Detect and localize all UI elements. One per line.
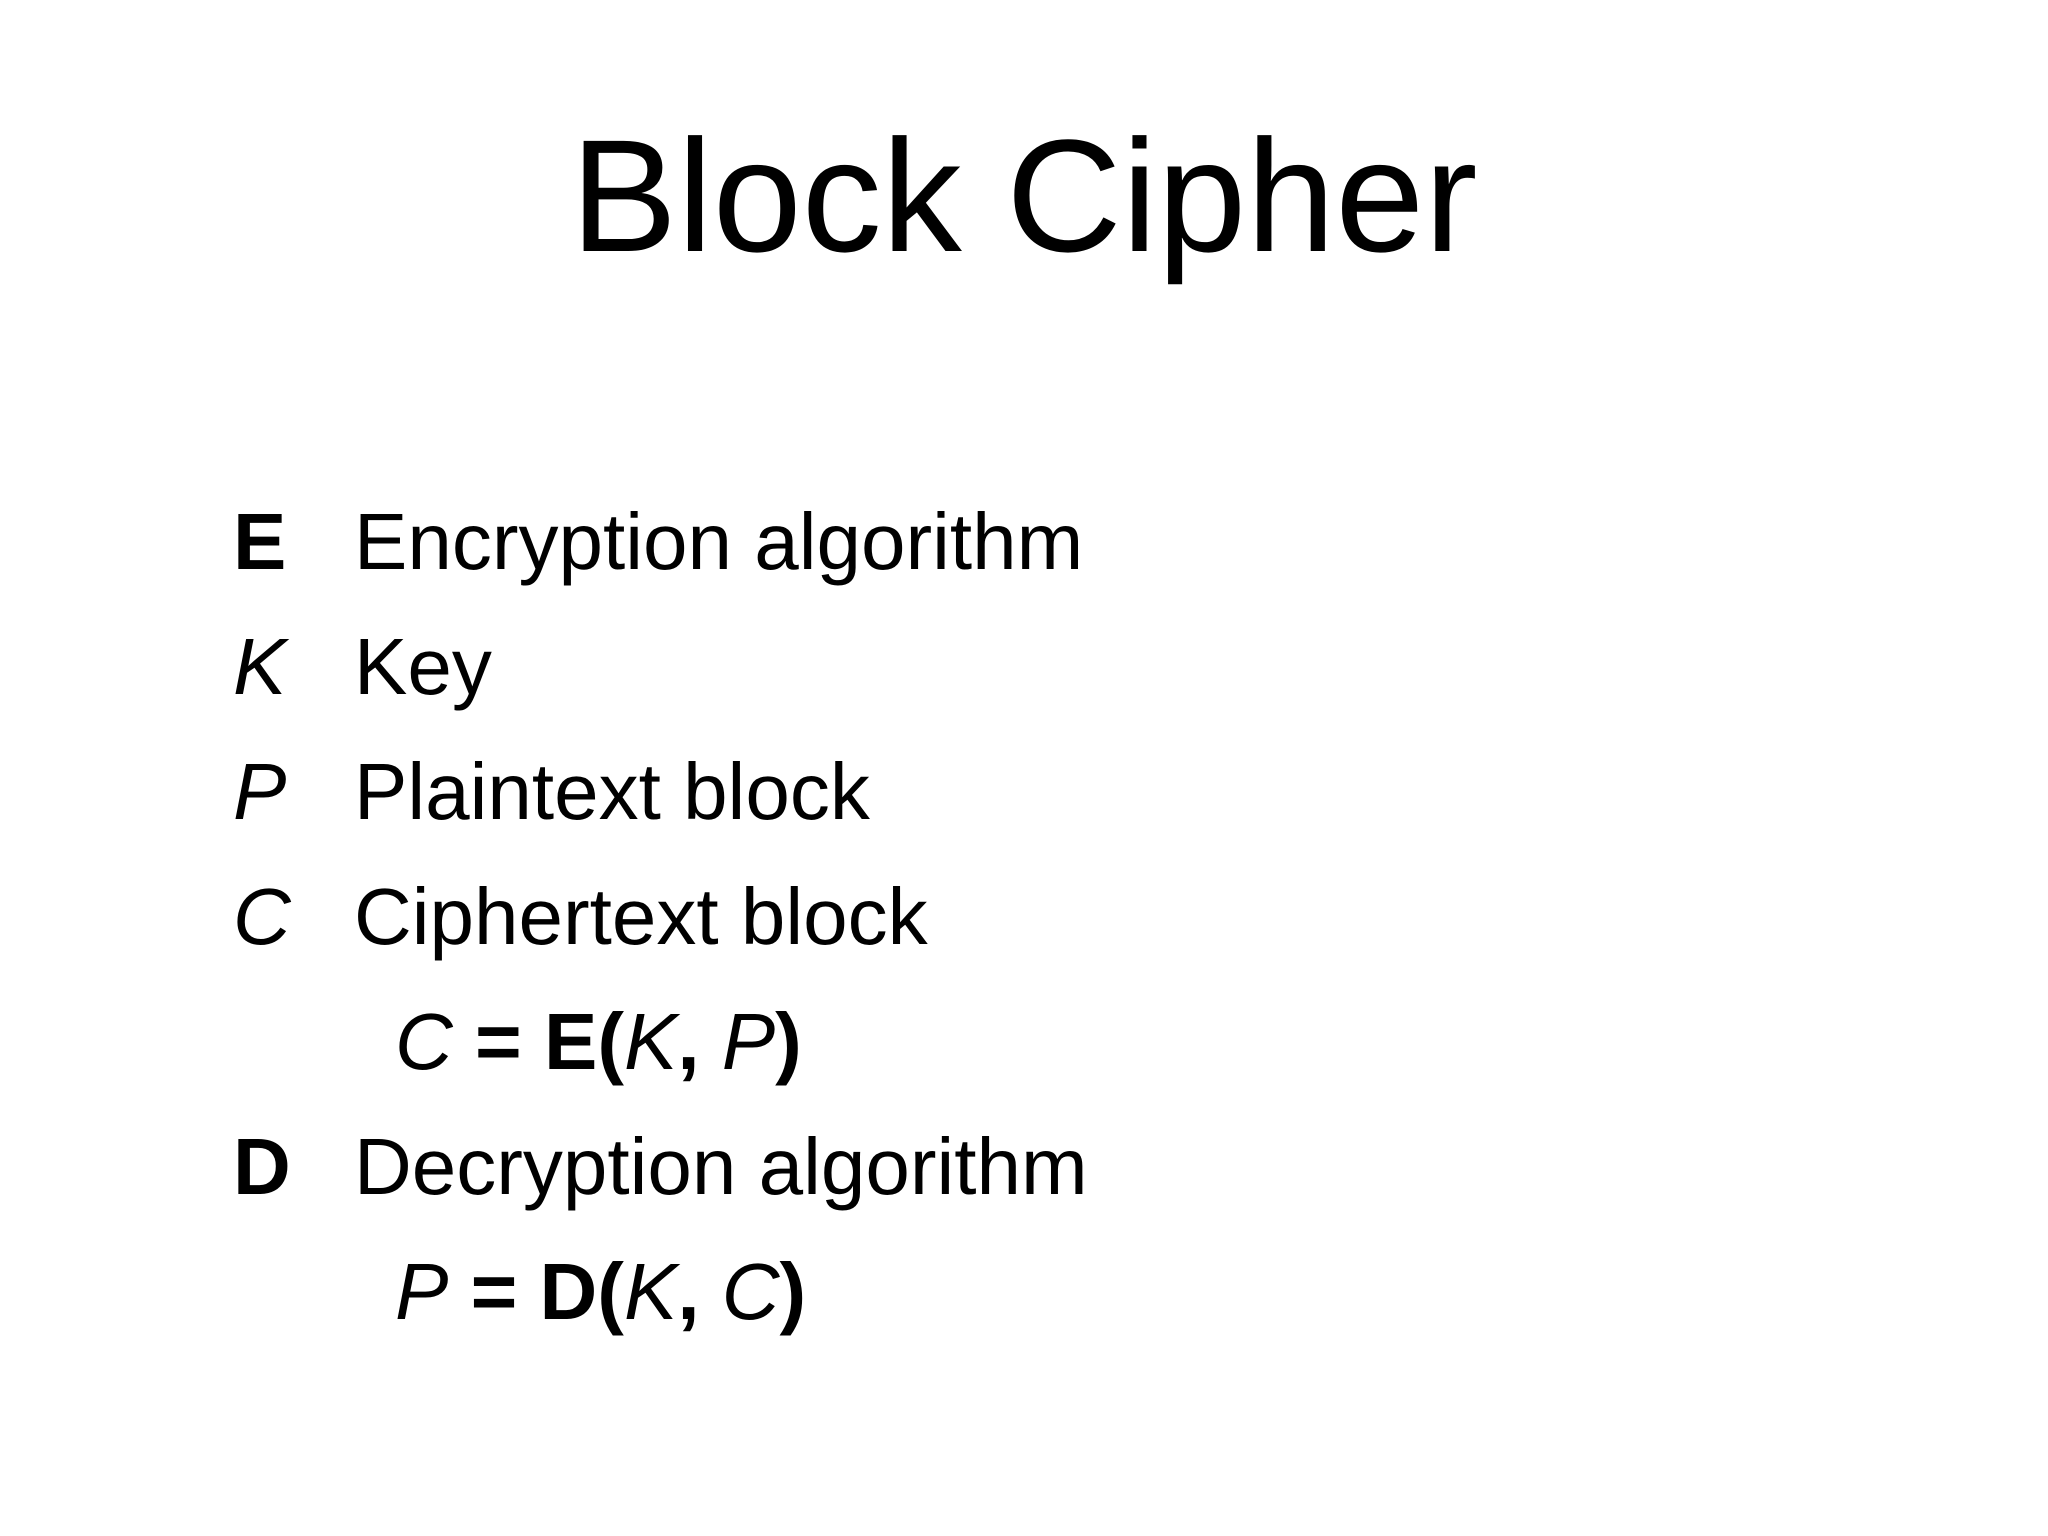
definition-row: C Ciphertext block <box>233 854 1833 979</box>
definition-text: Decryption algorithm <box>354 1121 1088 1211</box>
symbol-letter: K <box>233 621 287 711</box>
formula-segment: ) <box>775 996 802 1086</box>
formula-segment: K <box>623 1246 678 1336</box>
formula-segment: = <box>452 996 544 1086</box>
encryption-formula: C = E(K, P) <box>233 979 1833 1104</box>
formula-segment: D( <box>539 1246 624 1336</box>
formula-segment: , <box>677 1246 722 1336</box>
symbol-letter: E <box>233 496 287 586</box>
slide-title: Block Cipher <box>570 106 1478 285</box>
formula-text: C = E(K, P) <box>395 1001 802 1082</box>
formula-segment: C <box>721 1246 780 1336</box>
definition-text: Plaintext block <box>354 746 870 836</box>
definition-row: P Plaintext block <box>233 729 1833 854</box>
definition-row: E Encryption algorithm <box>233 479 1833 604</box>
definition-text: Encryption algorithm <box>354 496 1084 586</box>
formula-segment: E( <box>543 996 624 1086</box>
symbol-letter: D <box>233 1121 291 1211</box>
symbol-letter: P <box>233 746 287 836</box>
decryption-formula: P = D(K, C) <box>233 1229 1833 1354</box>
formula-segment: K <box>623 996 678 1086</box>
formula-segment: P <box>395 1246 449 1336</box>
definition-text: Key <box>354 621 492 711</box>
formula-segment: , <box>677 996 722 1086</box>
formula-text: P = D(K, C) <box>395 1251 806 1332</box>
formula-segment: ) <box>779 1246 807 1336</box>
symbol-letter: C <box>233 871 291 961</box>
definition-text: Ciphertext block <box>354 871 928 961</box>
formula-segment: = <box>448 1246 540 1336</box>
definition-row: K Key <box>233 604 1833 729</box>
definition-row: D Decryption algorithm <box>233 1104 1833 1229</box>
formula-segment: P <box>721 996 776 1086</box>
formula-segment: C <box>395 996 453 1086</box>
